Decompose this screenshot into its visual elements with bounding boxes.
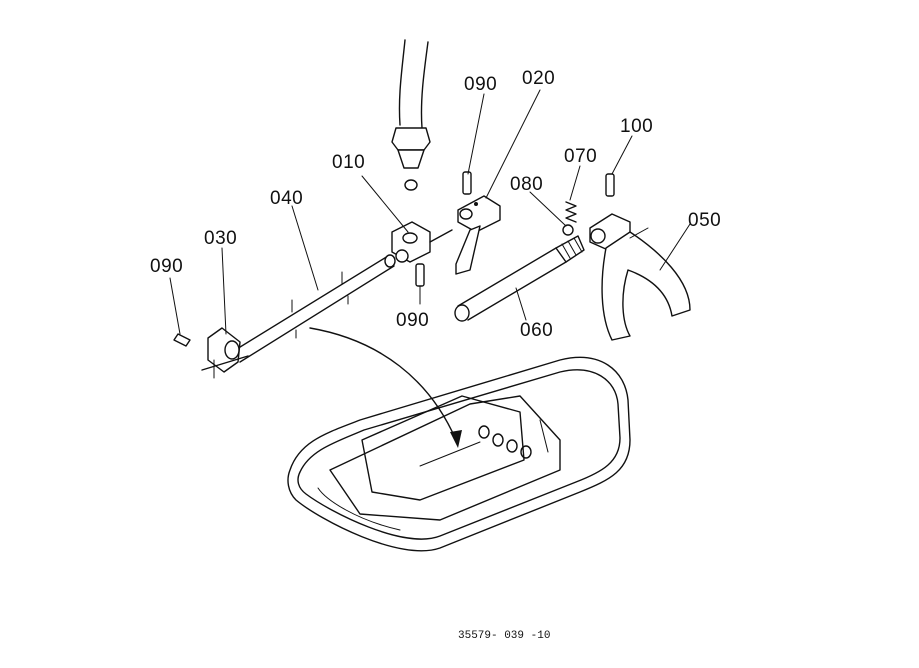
drawing-code: 35579- 039 -10 [458,630,550,642]
part-080-ball [562,224,574,236]
part-090-pin-top [462,171,472,195]
part-100-pin [605,173,615,197]
part-090-pin-left [173,333,191,347]
part-060-shift-rod [454,235,585,322]
part-040-shift-shaft [231,254,396,363]
location-arrow [309,327,462,448]
shift-lever [391,39,431,191]
callout-080: 080 [510,174,543,195]
callout-060: 060 [520,320,553,341]
part-090-pin-bottom [415,263,425,287]
callout-030: 030 [204,228,237,249]
part-050-shift-fork [589,213,691,341]
part-020-shift-arm [455,195,501,275]
leader-lines [169,89,691,335]
callout-100: 100 [620,116,653,137]
callout-040: 040 [270,188,303,209]
part-030-end-block [201,327,249,379]
callout-090-left: 090 [150,256,183,277]
transmission-housing [287,356,631,552]
callout-020: 020 [522,68,555,89]
callout-070: 070 [564,146,597,167]
part-010-shift-block [391,221,453,263]
callout-010: 010 [332,152,365,173]
callout-050: 050 [688,210,721,231]
callout-090-bottom: 090 [396,310,429,331]
callout-090-top: 090 [464,74,497,95]
part-070-spring [565,201,577,223]
